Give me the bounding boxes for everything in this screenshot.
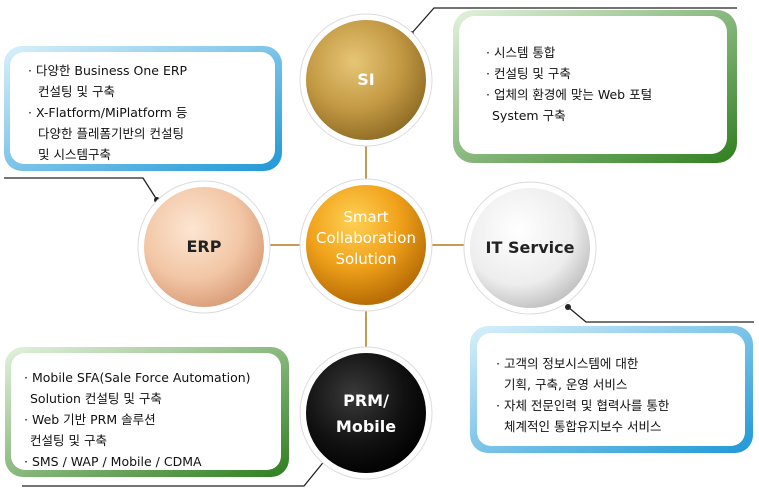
prm-description: · Mobile SFA(Sale Force Automation) Solu… [18,363,280,476]
prm-label: PRM/ Mobile [316,388,416,440]
prm-desc-line-5: · SMS / WAP / Mobile / CDMA [24,454,202,469]
it-service-desc-line-4: 체계적인 통합유지보수 서비스 [504,419,662,434]
it-service-desc-line-2: 기획, 구축, 운영 서비스 [504,377,628,392]
si-box-panel [459,16,727,154]
prm-label-line-2: Mobile [335,417,397,436]
it-service-callout-leader [567,306,754,323]
erp-description: · 다양한 Business One ERP 컨설팅 및 구축 · X-Flat… [22,56,277,169]
erp-box-panel [10,52,275,164]
erp-node [137,180,271,314]
it-service-label: IT Service [485,238,575,257]
prm-desc-line-2: Solution 컨설팅 및 구축 [30,391,162,406]
prm-callout-leader [22,458,327,487]
center-label: Smart Collaboration Solution [306,207,426,270]
erp-desc-line-1: · 다양한 Business One ERP [28,63,188,78]
erp-desc-line-4: 다양한 플레폼기반의 컨설팅 [38,126,184,141]
it-service-callout-dot [565,304,571,310]
si-desc-line-1: · 시스템 통합 [486,45,556,60]
it-service-desc-line-3: · 자체 전문인력 및 협력사를 통한 [496,398,670,413]
center-label-line-2: Collaboration [316,229,416,247]
si-desc-line-3: · 업체의 환경에 맞는 Web 포털 [486,87,653,102]
erp-desc-line-3: · X-Flatform/MiPlatform 등 [28,105,188,120]
erp-callout-leader [4,177,158,201]
si-node [299,13,433,147]
si-description: · 시스템 통합 · 컨설팅 및 구축 · 업체의 환경에 맞는 Web 포털 … [480,38,725,130]
prm-desc-line-4: 컨설팅 및 구축 [30,433,107,448]
center-label-line-3: Solution [335,250,397,268]
prm-box-panel [11,353,281,470]
it-service-description: · 고객의 정보시스템에 대한 기획, 구축, 운영 서비스 · 자체 전문인력… [490,349,745,441]
erp-desc-line-5: 및 시스템구축 [38,147,111,162]
si-desc-line-4: System 구축 [492,108,566,123]
prm-desc-line-1: · Mobile SFA(Sale Force Automation) [24,370,251,385]
erp-desc-line-2: 컨설팅 및 구축 [38,84,115,99]
it-service-desc-line-1: · 고객의 정보시스템에 대한 [496,356,639,371]
prm-label-line-1: PRM/ [343,391,389,410]
it-service-box-panel [477,333,745,446]
si-desc-line-2: · 컨설팅 및 구축 [486,66,571,81]
center-node [299,178,433,312]
center-label-line-1: Smart [343,208,389,226]
it-service-node [463,181,597,315]
si-callout-leader [410,7,737,35]
prm-node [299,346,433,480]
si-label: SI [357,70,375,89]
prm-desc-line-3: · Web 기반 PRM 솔루션 [24,412,156,427]
erp-label: ERP [186,237,222,256]
